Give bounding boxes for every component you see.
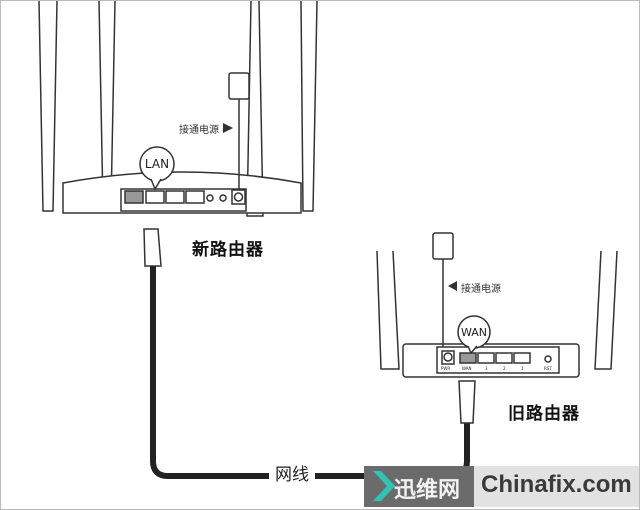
new-power-label: 接通电源 [179, 125, 219, 136]
antenna [38, 1, 58, 212]
antenna [300, 1, 318, 212]
port-label: 1 [521, 366, 524, 371]
arrow-left-icon [448, 281, 457, 291]
antenna [376, 250, 400, 370]
antenna [594, 250, 618, 370]
port-label: 3 [485, 366, 488, 371]
rj45-plug [458, 380, 476, 424]
antenna [246, 1, 264, 217]
cable-label: 网线 [269, 460, 315, 485]
old-router-title: 旧路由器 [508, 404, 580, 424]
old-power-label: 接通电源 [461, 284, 501, 295]
wan-bubble: WAN [460, 326, 488, 339]
port-label: RST [544, 366, 552, 371]
rj45-plug [143, 228, 162, 267]
new-router-title: 新路由器 [192, 240, 264, 260]
watermark-cn: 迅维网 [394, 478, 461, 503]
watermark-en: Chinafix.com [481, 471, 632, 498]
lan-bubble: LAN [144, 157, 170, 171]
port-label: WAN [462, 366, 472, 371]
arrow-right-icon [223, 123, 233, 133]
port-label: PWR [441, 366, 451, 371]
port-label: 2 [503, 366, 506, 371]
watermark-bg [474, 466, 639, 507]
